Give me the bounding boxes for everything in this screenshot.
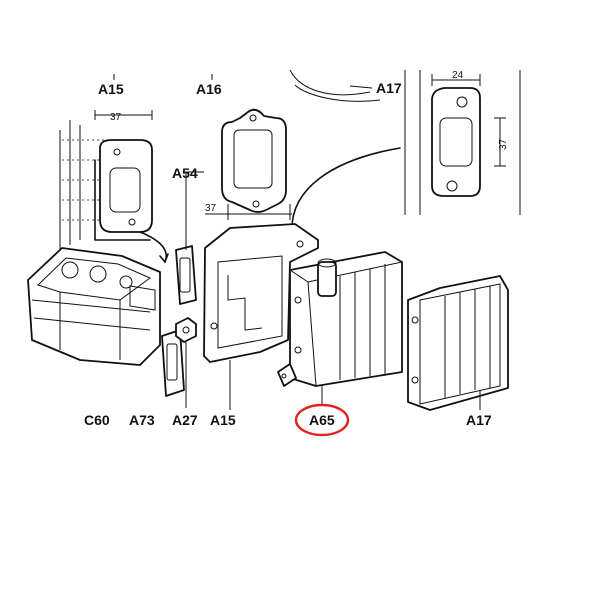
label-a54: A54 [172, 165, 198, 181]
dim-right-height-label: 37 [498, 138, 509, 150]
label-a16: A16 [196, 81, 222, 97]
dim-mid-width-label: 37 [205, 203, 217, 214]
detail-cylinder-head-top [59, 110, 169, 263]
dim-mid-width: 37 [205, 203, 292, 220]
label-a15-bottom: A15 [210, 412, 236, 428]
label-a27: A27 [172, 412, 198, 428]
part-a73-gasket [161, 329, 185, 397]
dim-right: 24 37 [452, 70, 509, 150]
part-a15-heat-shield [203, 223, 319, 410]
part-c60-cylinder-head [27, 247, 161, 366]
label-a73: A73 [129, 412, 155, 428]
part-a27-nut [175, 317, 197, 408]
dim-right-width-label: 24 [452, 70, 464, 81]
dim-left-width-label: 37 [110, 112, 122, 123]
label-a17-bottom: A17 [466, 412, 492, 428]
part-a17-guard [407, 275, 509, 411]
gasket-a16 [221, 108, 287, 213]
detail-a17-flange [289, 69, 521, 215]
highlight-circle-a65 [294, 403, 350, 437]
label-c60: C60 [84, 412, 110, 428]
dim-left-width: 37 [110, 112, 122, 123]
label-a65: A65 [309, 412, 335, 428]
part-a54-gasket [175, 171, 204, 305]
part-a65-muffler [277, 251, 403, 405]
label-a17-top: A17 [376, 80, 402, 96]
arrow-flange-to-muffler [291, 147, 401, 233]
label-a15-top: A15 [98, 81, 124, 97]
